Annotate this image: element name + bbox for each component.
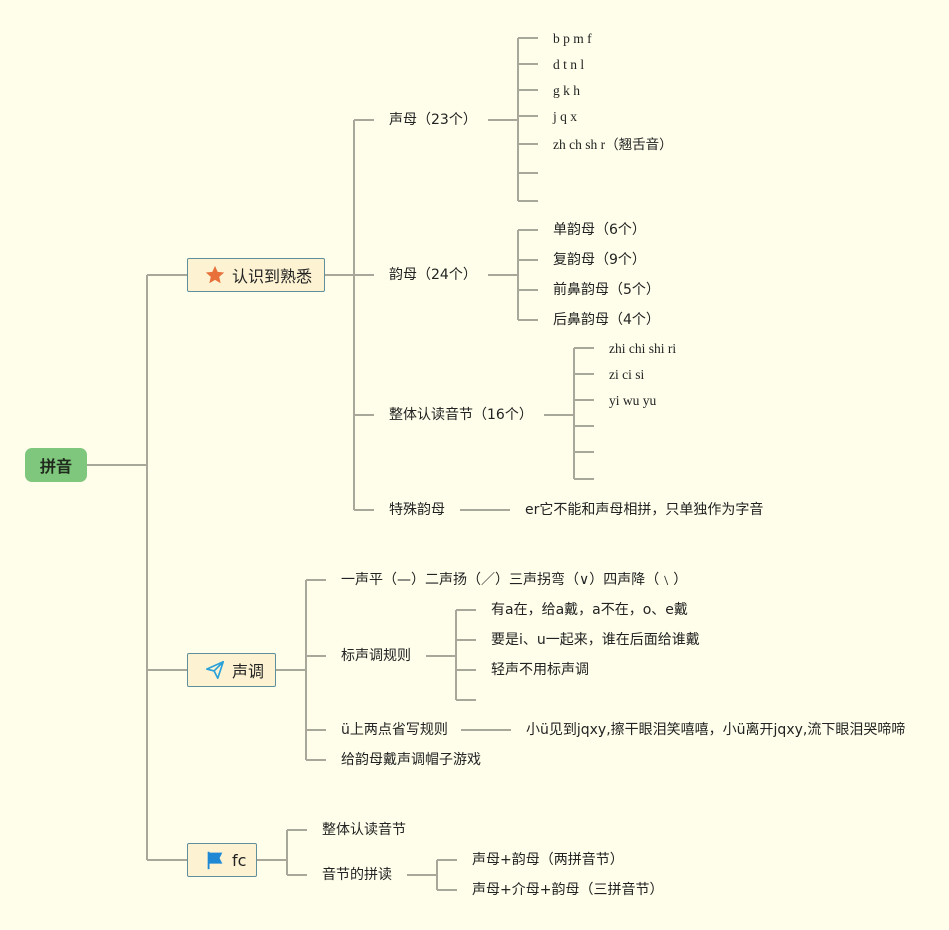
topic-recognize-label: 认识到熟悉 [232, 267, 313, 286]
flag-icon [204, 849, 226, 871]
tone-rule-item[interactable]: 要是i、u一起来，谁在后面给谁戴 [491, 632, 700, 648]
paper-plane-icon [204, 659, 226, 681]
tone-rule-topic[interactable]: 标声调规则 [341, 648, 411, 664]
initials-item[interactable]: zh ch sh r（翘舌音） [553, 137, 673, 152]
whole-syllables-item[interactable]: yi wu yu [609, 393, 657, 408]
whole-syllables-topic[interactable]: 整体认读音节（16个） [389, 407, 533, 423]
syllable-spelling-item[interactable]: 声母+介母+韵母（三拼音节） [472, 882, 664, 898]
initials-item[interactable]: d t n l [553, 57, 585, 72]
tone-rule-item[interactable]: 有a在，给a戴，a不在，o、e戴 [491, 602, 688, 618]
finals-topic[interactable]: 韵母（24个） [389, 267, 477, 283]
initials-item[interactable]: j q x [553, 109, 578, 124]
whole-syllables-item[interactable]: zi ci si [609, 367, 645, 382]
whole-syllables-item[interactable]: zhi chi shi ri [609, 341, 677, 356]
topic-tones[interactable]: 声调 [187, 653, 276, 687]
special-finals-topic[interactable]: 特殊韵母 [389, 502, 445, 518]
initials-item[interactable]: g k h [553, 83, 580, 98]
root-topic[interactable]: 拼音 [25, 448, 87, 482]
special-finals-desc[interactable]: er它不能和声母相拼，只单独作为字音 [525, 502, 764, 518]
syllable-spelling-item[interactable]: 声母+韵母（两拼音节） [472, 852, 624, 868]
initials-topic[interactable]: 声母（23个） [389, 112, 477, 128]
umlaut-rule-desc[interactable]: 小ü见到jqxy,擦干眼泪笑嘻嘻，小ü离开jqxy,流下眼泪哭啼啼 [526, 722, 906, 738]
syllable-spelling-topic[interactable]: 音节的拼读 [322, 867, 392, 883]
topic-fc-label: fc [232, 850, 247, 870]
finals-item[interactable]: 后鼻韵母（4个） [553, 312, 660, 328]
finals-item[interactable]: 复韵母（9个） [553, 252, 646, 268]
fc-whole-syllables[interactable]: 整体认读音节 [322, 822, 406, 838]
four-tones[interactable]: 一声平（—）二声扬（／）三声拐弯（∨）四声降（﹨） [341, 572, 688, 588]
tone-rule-item[interactable]: 轻声不用标声调 [491, 662, 589, 678]
finals-item[interactable]: 单韵母（6个） [553, 222, 646, 238]
initials-item[interactable]: b p m f [553, 31, 592, 46]
root-label: 拼音 [39, 457, 72, 476]
topic-tones-label: 声调 [232, 662, 265, 681]
topic-fc[interactable]: fc [187, 843, 257, 877]
star-icon [204, 264, 226, 286]
topic-recognize[interactable]: 认识到熟悉 [187, 258, 325, 292]
finals-item[interactable]: 前鼻韵母（5个） [553, 282, 660, 298]
tone-game-topic[interactable]: 给韵母戴声调帽子游戏 [341, 752, 481, 768]
umlaut-rule-topic[interactable]: ü上两点省写规则 [341, 722, 448, 738]
